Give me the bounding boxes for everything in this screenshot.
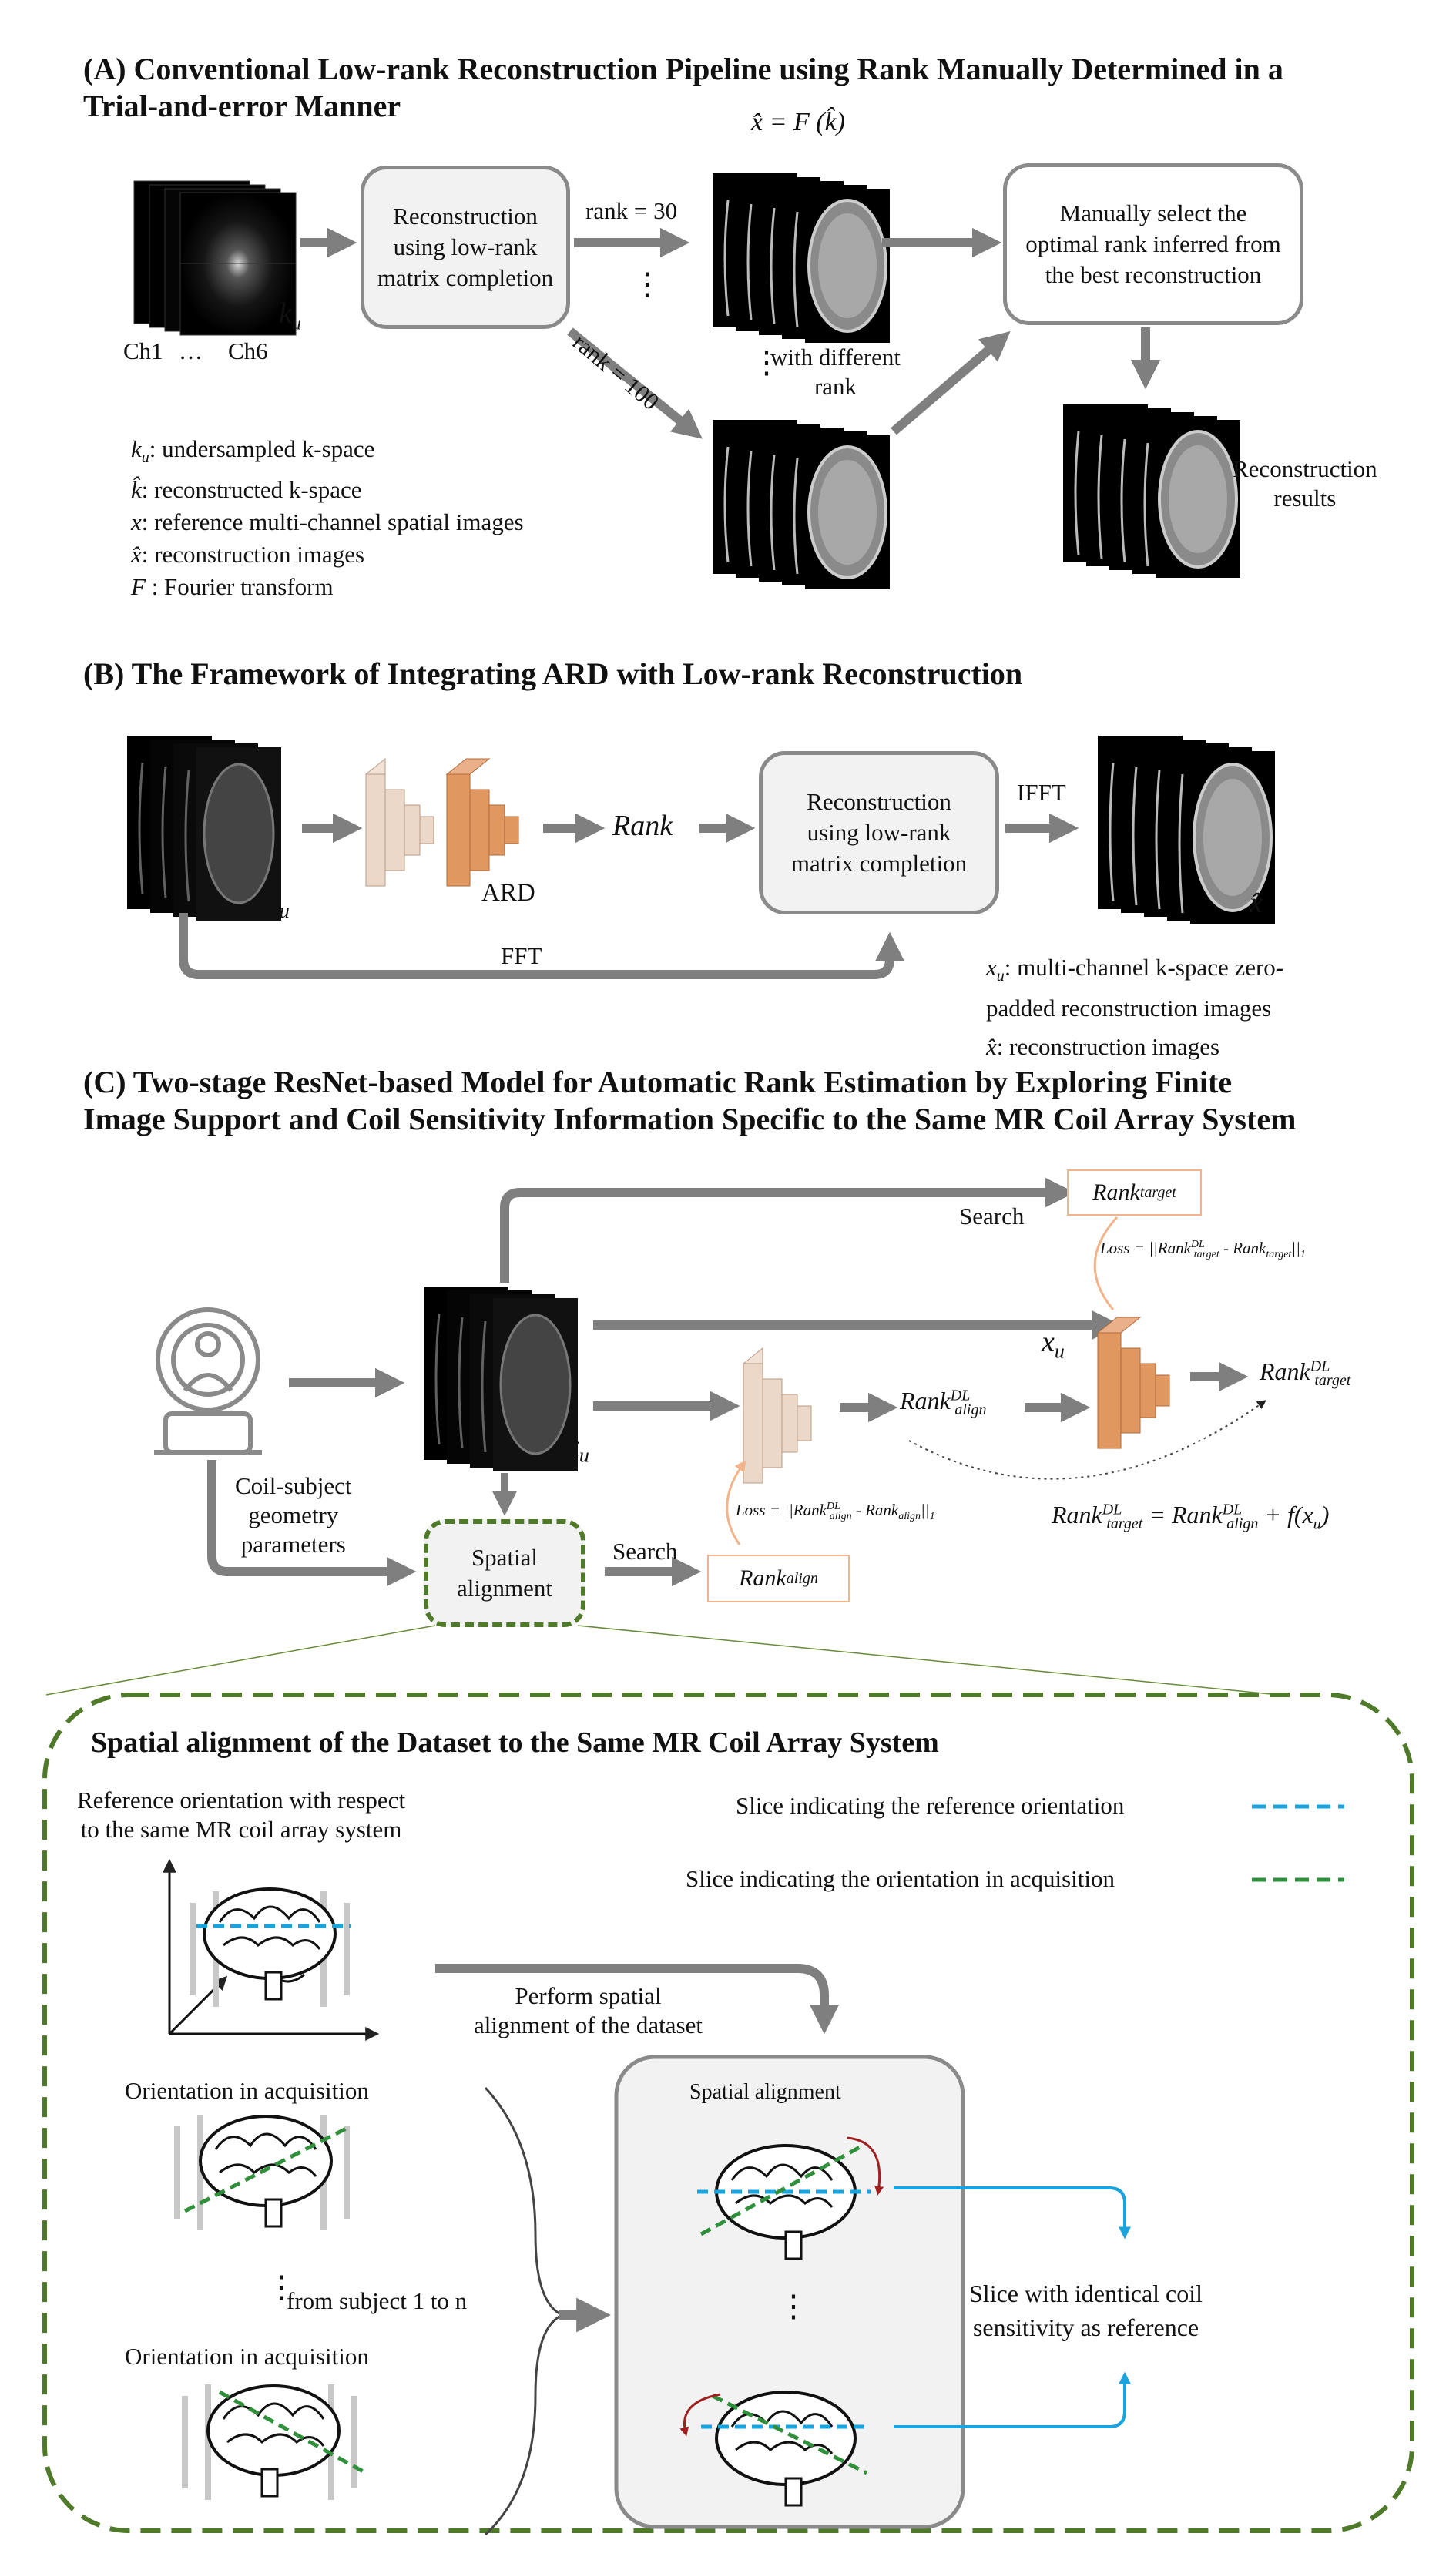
- dotted-residual-arc: [908, 1400, 1266, 1480]
- label-ch1: Ch1: [123, 337, 163, 364]
- curly-brace: [484, 2086, 565, 2536]
- formula-xhat: x̂ = F (k̂): [751, 108, 846, 136]
- label-reference-orientation: Reference orientation with respect to th…: [77, 1787, 406, 1843]
- legend-b: xu: multi-channel k-space zero- padded r…: [986, 951, 1283, 1063]
- section-c-title-line2: Image Support and Coil Sensitivity Infor…: [83, 1102, 1297, 1136]
- kspace-stack-a: [133, 180, 297, 336]
- label-orientation-acq-2: Orientation in acquisition: [125, 2343, 369, 2370]
- label-with-different-rank: with different rank: [770, 344, 901, 400]
- reference-brain-figure: [163, 1858, 380, 2041]
- acquisition-brain-1: [174, 2115, 352, 2230]
- legend-b-item: xu: multi-channel k-space zero-: [986, 954, 1284, 985]
- label-ifft: IFFT: [1017, 779, 1066, 806]
- zoom-line-right: [577, 1625, 1280, 1696]
- section-a-title-line1: (A) Conventional Low-rank Reconstruction…: [83, 52, 1283, 86]
- label-rank-30: rank = 30: [585, 197, 678, 224]
- label-reconstruction-results: Reconstruction results: [1233, 455, 1377, 512]
- arrow-search-top: [500, 1177, 1075, 1283]
- label-search-bottom: Search: [612, 1538, 678, 1565]
- alignment-panel-border: [42, 1693, 1414, 2533]
- legend-b-item: x̂: reconstruction images: [986, 1033, 1220, 1061]
- section-c-title-line1: (C) Two-stage ResNet-based Model for Aut…: [83, 1065, 1233, 1099]
- loss-target-formula: Loss = ||RankDLtarget - Ranktarget||1: [1100, 1239, 1306, 1261]
- reconstruction-box-a: Reconstruction using low-rank matrix com…: [361, 166, 570, 329]
- legend-ref-text: Slice indicating the reference orientati…: [736, 1792, 1125, 1819]
- label-rank-target-dl: RankDLtarget: [1260, 1357, 1351, 1390]
- label-search-top: Search: [959, 1203, 1025, 1230]
- arrow-rank100-to-manual: [891, 331, 1011, 435]
- label-identical-coil: Slice with identical coil sensitivity as…: [969, 2280, 1203, 2341]
- zoom-line-left: [45, 1625, 436, 1696]
- spatial-alignment-box: Spatial alignment: [424, 1519, 585, 1627]
- reconstruction-box-b: Reconstruction using low-rank matrix com…: [759, 751, 999, 914]
- stage1-network: [743, 1347, 812, 1485]
- legend-a-item: x: reference multi-channel spatial image…: [131, 508, 524, 536]
- label-xu-b: xu: [266, 883, 290, 922]
- aligned-brain-1: [697, 2136, 884, 2260]
- label-ard: ARD: [481, 879, 535, 907]
- label-rank-b: Rank: [612, 810, 673, 842]
- legend-a: ku: undersampled k-space k̂: reconstruct…: [131, 433, 524, 603]
- manual-select-box: Manually select the optimal rank inferre…: [1003, 163, 1303, 325]
- arrow-perform-alignment: [435, 1964, 840, 2035]
- arrow-fft: [179, 913, 905, 979]
- section-a-title-line2: Trial-and-error Manner: [83, 89, 401, 123]
- label-xhat-b: x̂: [1250, 887, 1263, 919]
- label-ch6: Ch6: [228, 337, 268, 364]
- aligned-brain-2: [679, 2391, 871, 2507]
- arrow-rank100: [567, 327, 703, 439]
- legend-acq-text: Slice indicating the orientation in acqu…: [686, 1865, 1115, 1892]
- vdots-rank: ⋮: [632, 267, 663, 301]
- mri-scanner-icon: [154, 1307, 262, 1455]
- blue-arrow-top: [894, 2186, 1131, 2240]
- section-b-title: (B) The Framework of Integrating ARD wit…: [83, 656, 1023, 691]
- arrow-coil-to-spatial: [207, 1460, 417, 1587]
- recon-stack-rank30: [713, 173, 890, 343]
- final-recon-stack-a: [1063, 404, 1240, 578]
- label-perform-alignment: Perform spatial alignment of the dataset: [474, 1982, 703, 2038]
- panel-title: Spatial alignment of the Dataset to the …: [91, 1726, 939, 1759]
- label-coil-subject: Coil-subject geometry parameters: [235, 1472, 352, 1558]
- legend-b-item: padded reconstruction images: [986, 995, 1272, 1022]
- loss-align-formula: Loss = ||RankDLalign - Rankalign||1: [736, 1501, 935, 1523]
- vdots-images: ⋮: [751, 345, 782, 380]
- spatial-alignment-inner-box: [614, 2055, 965, 2529]
- vdots-aligned: ⋮: [778, 2289, 809, 2324]
- acquisition-brain-2: [182, 2384, 367, 2500]
- vdots-subjects: ⋮: [266, 2270, 297, 2304]
- label-ku-a: ku: [279, 297, 301, 334]
- orange-loss-arc-top: [1093, 1216, 1119, 1310]
- stage2-network: [1096, 1317, 1170, 1449]
- legend-a-item: ku: undersampled k-space: [131, 435, 375, 467]
- formula-rank-target-dl: RankDLtarget = RankDLalign + f(xu): [1052, 1501, 1330, 1533]
- recon-stack-rank100: [713, 420, 890, 589]
- blue-arrow-bottom: [894, 2371, 1131, 2428]
- legend-a-item: x̂: reconstruction images: [131, 541, 365, 569]
- label-spatial-alignment-inner: Spatial alignment: [689, 2080, 841, 2104]
- ard-network-b: [365, 757, 519, 887]
- legend-a-item: F : Fourier transform: [131, 573, 334, 601]
- orange-loss-arc-bottom: [726, 1460, 746, 1545]
- label-xu-c: xu: [566, 1430, 589, 1467]
- undersampled-stack-b: [127, 736, 281, 921]
- undersampled-stack-c: [424, 1287, 578, 1471]
- legend-a-item: k̂: reconstructed k-space: [131, 476, 362, 504]
- label-fft: FFT: [501, 942, 542, 969]
- label-xu-c-top: xu: [1042, 1326, 1065, 1363]
- label-from-subject: from subject 1 to n: [287, 2287, 468, 2314]
- label-ellipsis: …: [179, 337, 203, 364]
- recon-stack-b: [1098, 736, 1275, 924]
- label-rank-align-dl: RankDLalign: [900, 1387, 987, 1419]
- label-orientation-acq-1: Orientation in acquisition: [125, 2077, 369, 2104]
